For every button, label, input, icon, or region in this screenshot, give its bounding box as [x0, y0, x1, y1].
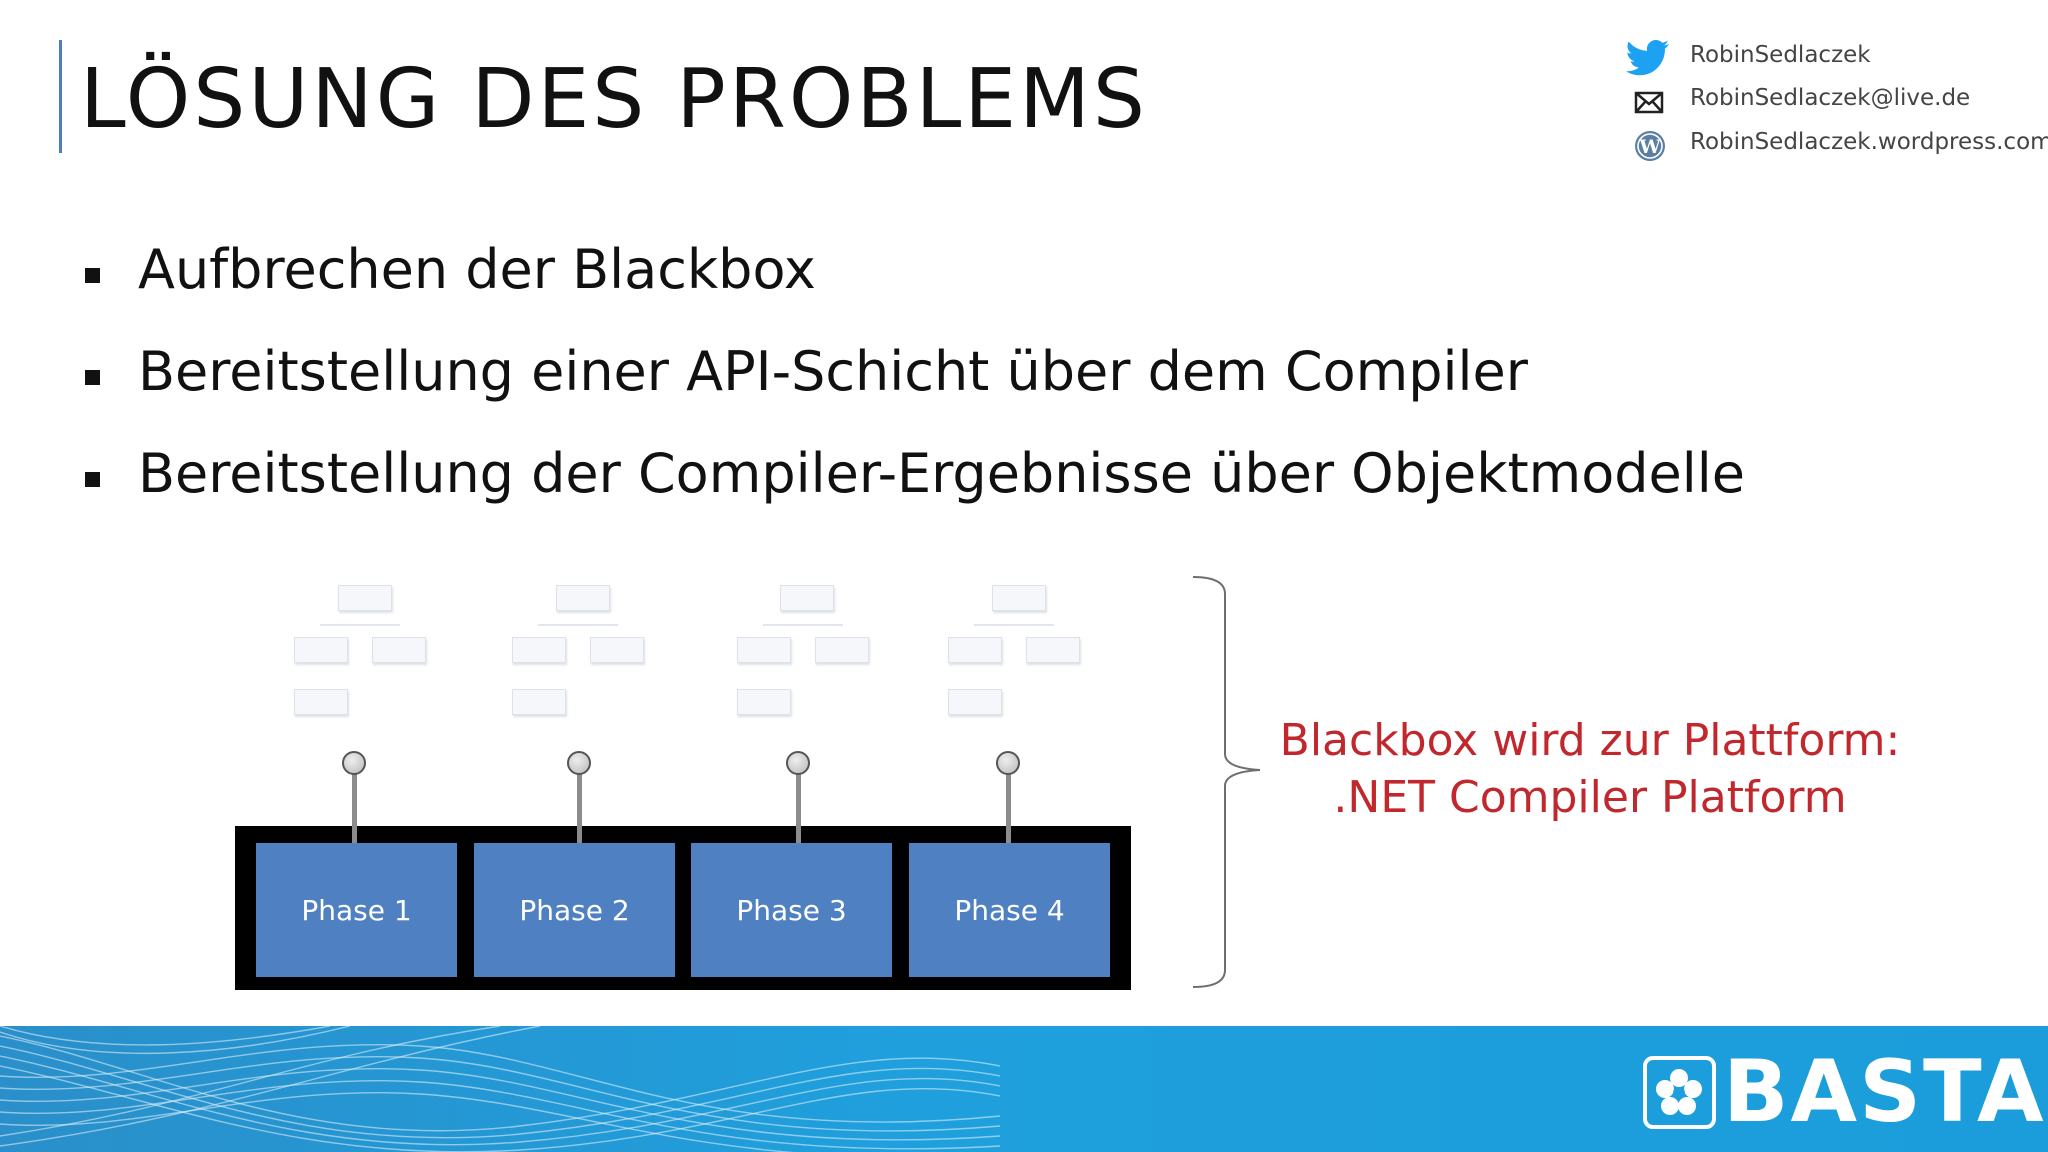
tree-node [992, 585, 1046, 611]
basta-logo: BASTA! [1643, 1042, 2048, 1142]
tree-node [948, 637, 1002, 663]
api-knob-icon[interactable] [786, 751, 810, 775]
tree-node [1026, 637, 1080, 663]
api-connector [577, 771, 582, 843]
tree-edge [763, 624, 843, 626]
contact-email-text: RobinSedlaczek@live.de [1690, 85, 1971, 111]
api-knob-icon[interactable] [567, 751, 591, 775]
platform-caption: Blackbox wird zur Plattform: .NET Compil… [1260, 712, 1920, 826]
api-knob-icon[interactable] [342, 751, 366, 775]
api-connector [796, 771, 801, 843]
wave-pattern-graphic [0, 1026, 1000, 1152]
platform-caption-line1: Blackbox wird zur Plattform: [1279, 715, 1901, 766]
mail-envelope-icon [1634, 91, 1664, 114]
tree-node [512, 689, 566, 715]
tree-node [294, 637, 348, 663]
phase-box-4: Phase 4 [909, 843, 1110, 977]
bullet-square-icon [85, 472, 100, 487]
phase-label: Phase 1 [301, 893, 412, 927]
tree-node [737, 689, 791, 715]
tree-node [338, 585, 392, 611]
phase-box-1: Phase 1 [256, 843, 457, 977]
bullet-square-icon [85, 268, 100, 283]
wordpress-icon: W [1635, 131, 1665, 161]
tree-node [556, 585, 610, 611]
contact-twitter-text: RobinSedlaczek [1690, 42, 1871, 68]
contact-blog-text: RobinSedlaczek.wordpress.com [1690, 129, 2048, 155]
tree-node [512, 637, 566, 663]
platform-caption-line2: .NET Compiler Platform [1333, 772, 1847, 823]
bullet-text: Bereitstellung der Compiler-Ergebnisse ü… [138, 442, 1746, 505]
tree-edge [538, 624, 618, 626]
svg-text:W: W [1638, 136, 1661, 158]
footer-banner: BASTA! [0, 1026, 2048, 1152]
phase-label: Phase 4 [954, 893, 1065, 927]
tree-node [372, 637, 426, 663]
bullet-text: Bereitstellung einer API-Schicht über de… [138, 340, 1528, 403]
tree-edge [320, 624, 400, 626]
api-connector [352, 771, 357, 843]
api-knob-icon[interactable] [996, 751, 1020, 775]
phase-box-2: Phase 2 [474, 843, 675, 977]
curly-brace-icon [1192, 576, 1261, 988]
tree-edge [974, 624, 1054, 626]
bullet-square-icon [85, 370, 100, 385]
phase-box-3: Phase 3 [691, 843, 892, 977]
tree-node [948, 689, 1002, 715]
twitter-bird-icon [1626, 40, 1669, 76]
tree-node [590, 637, 644, 663]
slide-title: LÖSUNG DES PROBLEMS [80, 52, 1148, 147]
tree-node [780, 585, 834, 611]
api-connector [1006, 771, 1011, 843]
basta-logo-text: BASTA! [1723, 1042, 2048, 1142]
title-accent-bar [59, 40, 62, 153]
phase-label: Phase 3 [736, 893, 847, 927]
tree-node [737, 637, 791, 663]
bullet-text: Aufbrechen der Blackbox [138, 238, 816, 301]
tree-node [815, 637, 869, 663]
tree-node [294, 689, 348, 715]
basta-flower-icon [1643, 1056, 1716, 1129]
phase-label: Phase 2 [519, 893, 630, 927]
